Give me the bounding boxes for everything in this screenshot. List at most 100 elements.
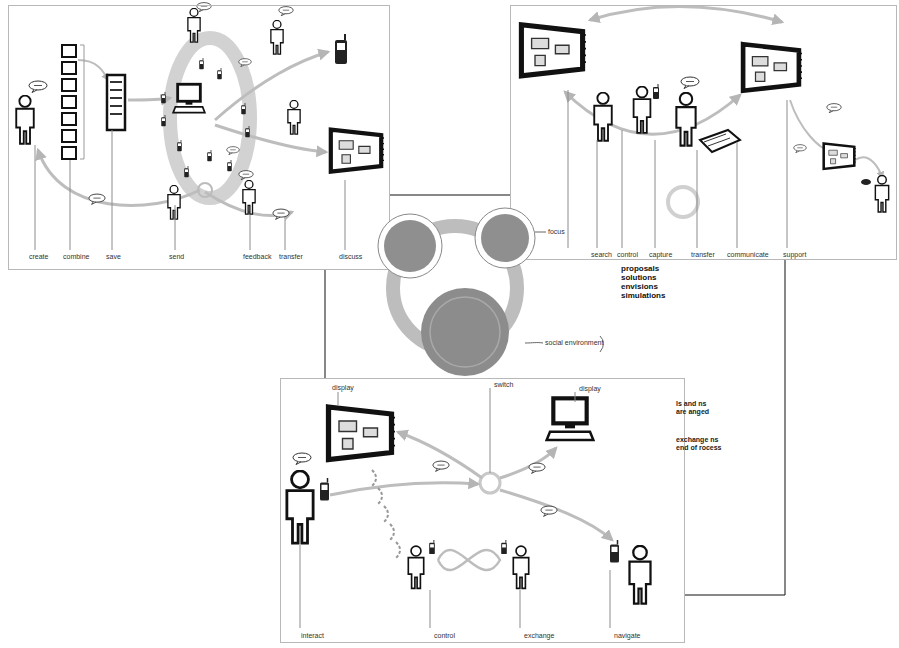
phone-icon — [227, 160, 232, 171]
phone-icon — [161, 92, 166, 103]
flow-ring — [170, 38, 250, 198]
person-icon — [243, 180, 255, 214]
side-note: exchange ns end of rocess — [676, 436, 722, 452]
core-circle — [421, 288, 509, 376]
flow-arrow — [330, 483, 478, 495]
speech-bubble — [541, 506, 557, 516]
panel-illustration — [287, 388, 651, 628]
speech-bubble — [681, 77, 699, 89]
scenario-panel: search control capture transfer communicate s… — [510, 5, 897, 260]
activity-label: display — [332, 384, 354, 392]
circle-cluster — [375, 210, 615, 390]
activity-label: support — [783, 251, 806, 259]
speech-bubble — [89, 194, 105, 204]
side-note: ls and ns are anged — [676, 400, 716, 416]
activity-label: send — [169, 253, 184, 261]
person-icon — [630, 546, 651, 604]
hub-circle — [198, 183, 212, 197]
screen-icon — [62, 113, 76, 125]
scenario-panel: createcombinesavesendfeedbacktransferdis… — [8, 5, 390, 270]
speech-bubble — [433, 461, 449, 471]
flow-arrow — [565, 92, 740, 134]
screen-icon — [62, 79, 76, 91]
mouse-icon — [861, 179, 871, 185]
dark-circle — [384, 220, 436, 272]
speech-bubble — [239, 59, 252, 67]
laptop-icon — [700, 130, 740, 152]
panel-illustration — [16, 3, 384, 250]
phone-icon — [245, 126, 250, 137]
activity-label: control — [434, 632, 455, 640]
phone-icon — [429, 540, 435, 554]
activity-label: interact — [301, 632, 324, 640]
phone-icon — [199, 58, 204, 69]
device-icon — [107, 75, 125, 130]
phone-icon — [177, 140, 182, 151]
monitor-icon — [331, 130, 384, 172]
activity-label: create — [29, 253, 48, 261]
computer-icon — [173, 84, 205, 112]
activity-label: navigate — [614, 632, 640, 640]
speech-bubble — [293, 453, 311, 465]
person-icon — [676, 93, 695, 146]
person-icon — [16, 96, 34, 144]
activity-label: communicate — [727, 251, 769, 259]
leader-line — [568, 90, 787, 248]
phone-icon — [653, 84, 659, 99]
activity-label: discuss — [339, 253, 362, 261]
activity-label: control — [617, 251, 638, 259]
monitor-icon — [743, 44, 802, 90]
monitor-icon — [824, 143, 856, 169]
flow-arrow — [215, 52, 328, 120]
phone-icon — [610, 540, 619, 563]
speech-bubble — [197, 3, 211, 12]
phone-icon — [241, 103, 246, 114]
flow-arrow — [500, 448, 556, 478]
dark-circle — [481, 214, 529, 262]
speech-bubble — [794, 145, 807, 153]
leader-line — [300, 388, 610, 628]
activity-label: exchange — [524, 632, 554, 640]
scenario-panel: displayswitchdisplayinteractcontrolexcha… — [280, 378, 685, 643]
speech-bubble — [827, 104, 841, 113]
flow-arrow — [500, 490, 612, 540]
speech-bubble — [239, 171, 253, 180]
hub-circle — [668, 187, 698, 217]
monitor-icon — [521, 25, 586, 76]
person-icon — [168, 185, 180, 219]
outcome-note: proposals solutions envisions simulation… — [621, 264, 683, 300]
monitor-icon — [329, 407, 396, 460]
phone-icon — [207, 150, 212, 161]
focus-circles: focussocial environment — [375, 210, 615, 390]
phone-icon — [320, 478, 329, 501]
exchange-loop — [438, 550, 500, 570]
activity-label: display — [579, 385, 601, 393]
screen-icon — [62, 62, 76, 74]
flow-arrow — [855, 157, 882, 178]
activity-label: search — [591, 251, 612, 259]
flow-arrow — [78, 60, 108, 80]
laptop-detail — [704, 134, 730, 146]
connector-line — [685, 260, 785, 595]
person-icon — [594, 93, 612, 141]
speech-bubble — [227, 147, 240, 155]
activity-label: capture — [649, 251, 672, 259]
activity-label: save — [106, 253, 121, 261]
activity-label: feedback — [243, 253, 271, 261]
phone-icon — [335, 34, 347, 64]
activity-label: transfer — [279, 253, 303, 261]
device-detail — [110, 82, 122, 114]
person-icon — [188, 8, 200, 42]
outline-circle — [378, 214, 442, 278]
activity-label: transfer — [691, 251, 715, 259]
phone-icon — [501, 540, 507, 554]
person-icon — [875, 175, 888, 212]
person-icon — [634, 87, 651, 133]
phone-icon — [161, 115, 166, 126]
person-icon — [513, 546, 528, 588]
signal-waves — [372, 470, 400, 558]
phone-icon — [184, 166, 189, 177]
leader-line — [525, 232, 604, 352]
